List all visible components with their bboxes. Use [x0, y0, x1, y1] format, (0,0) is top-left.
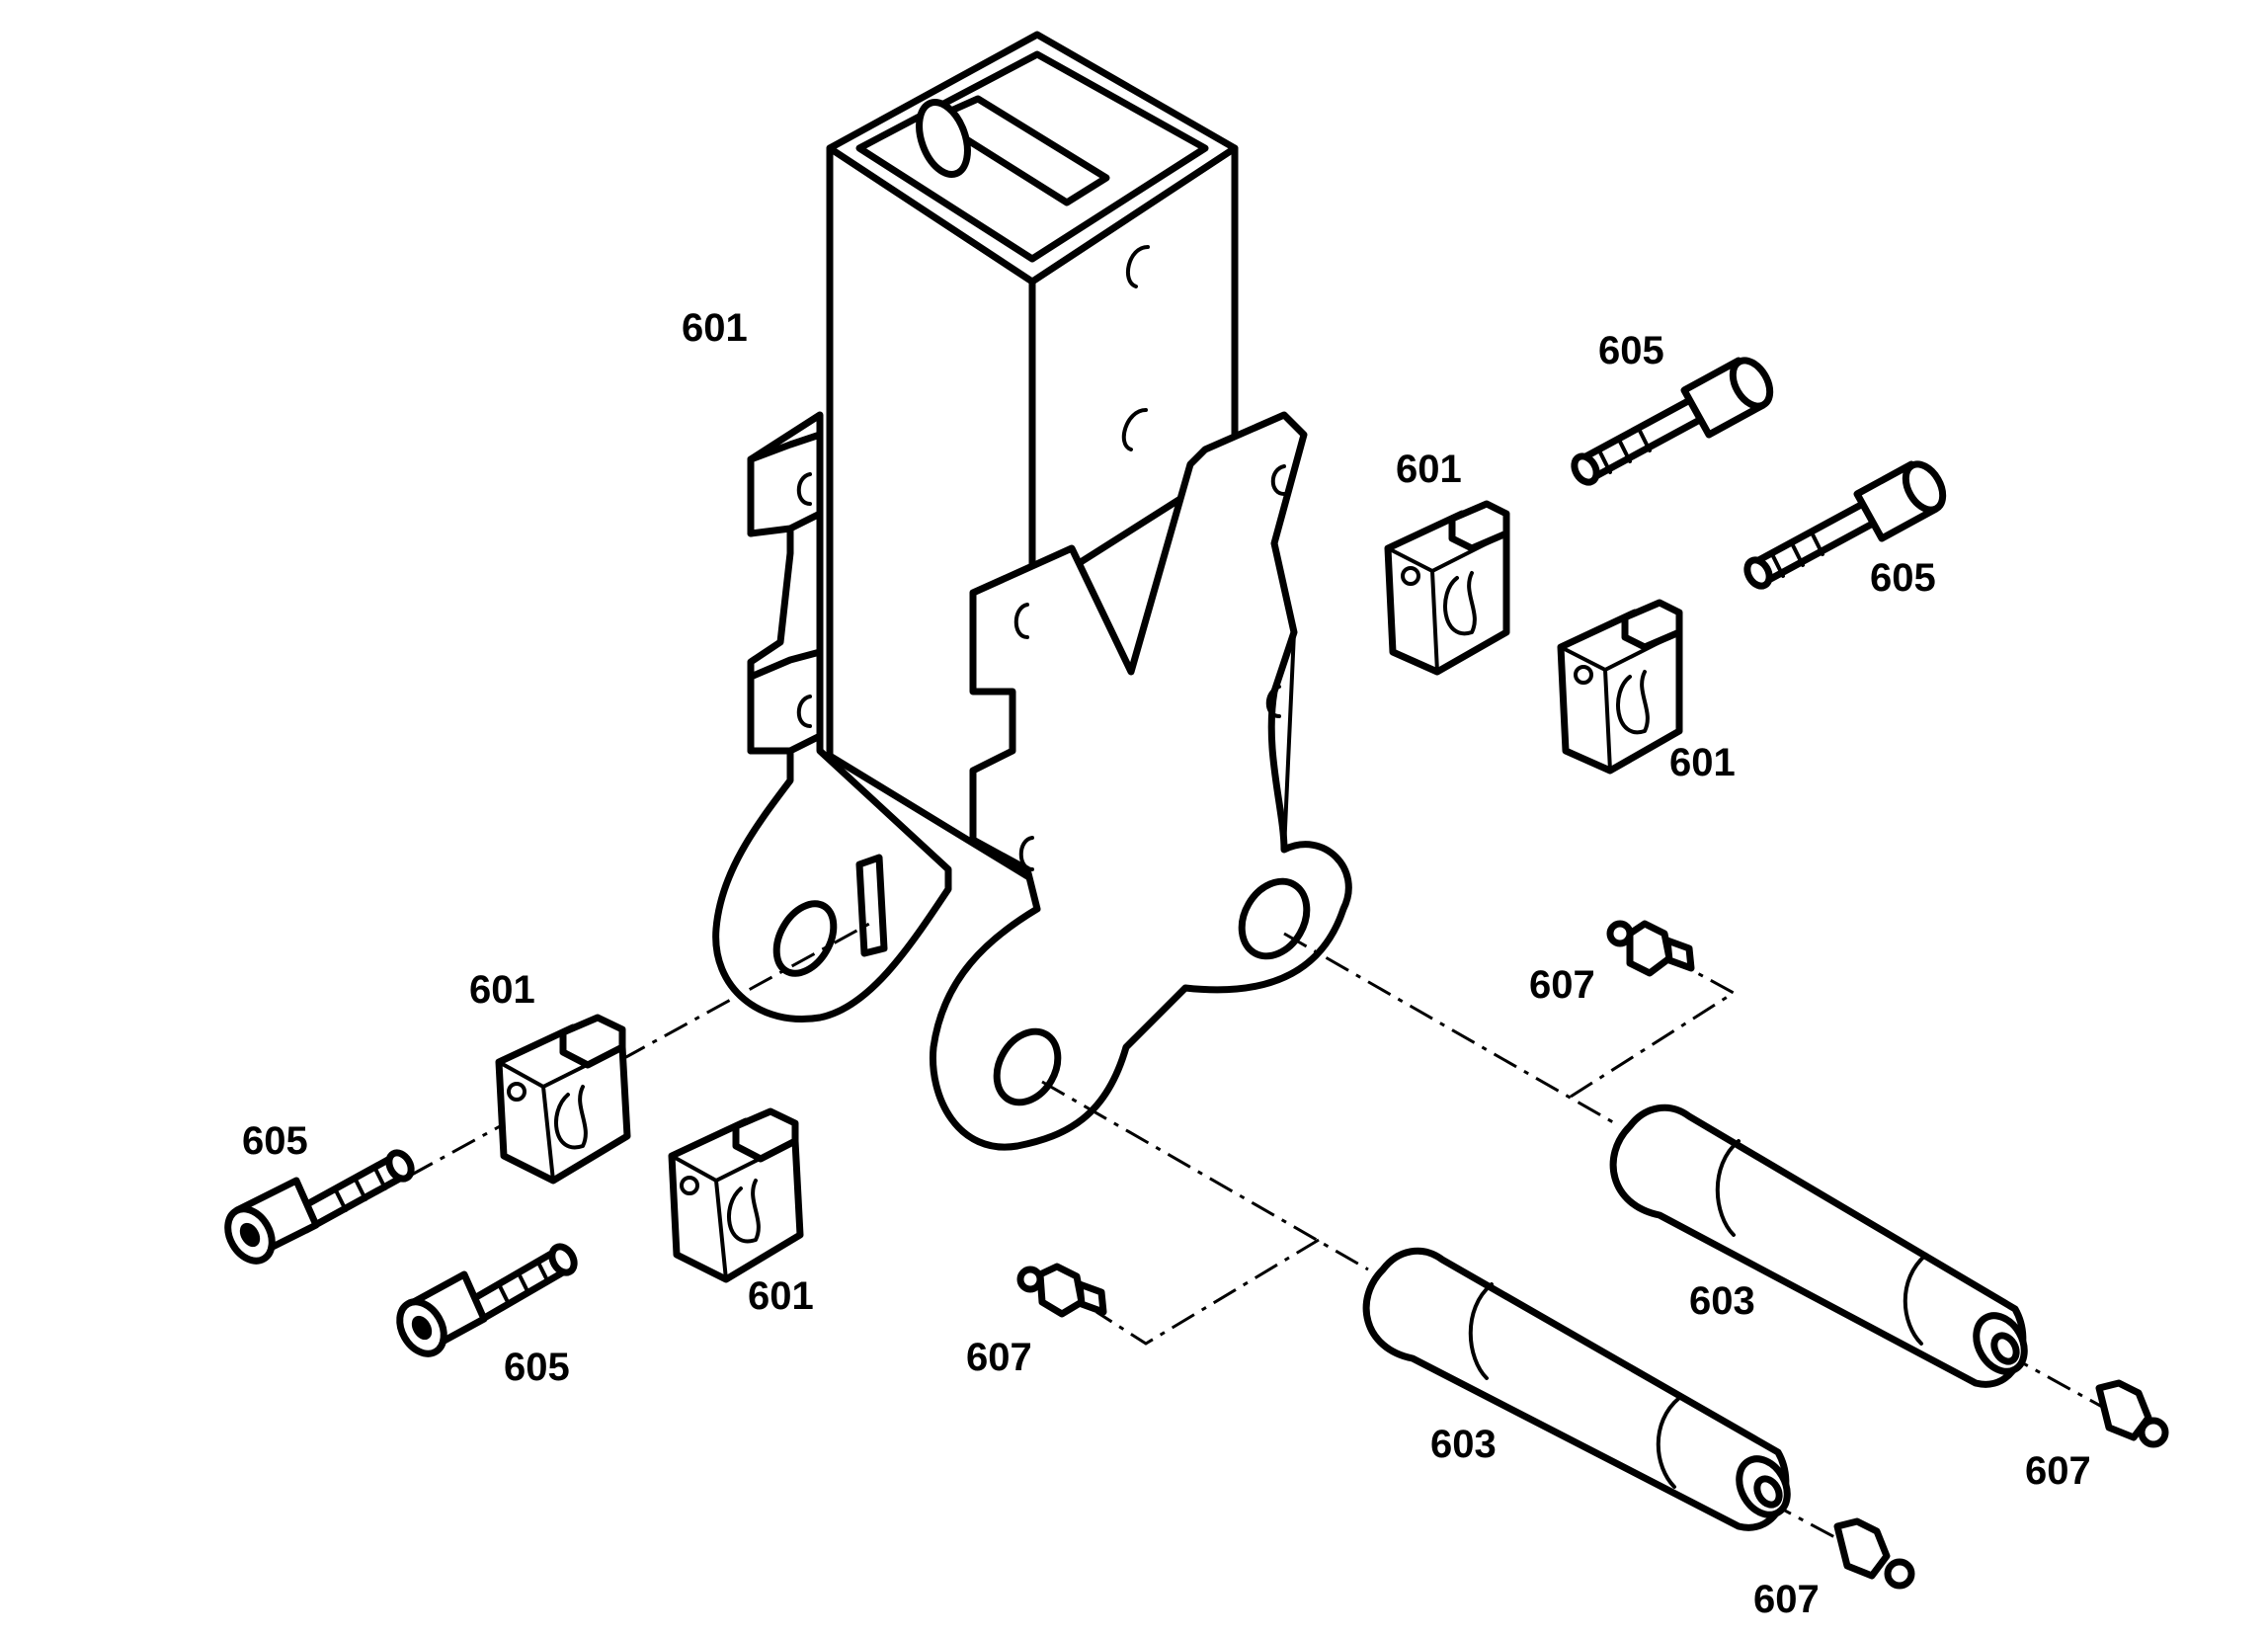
label-nipple-pin-upper-end: 607: [2025, 1449, 2091, 1493]
left-tab-hole-1: [796, 472, 812, 506]
axis-upper-pin: [1283, 932, 1621, 1128]
right-plate-notch: [1070, 462, 1192, 674]
housing-left-tab-upper: [747, 431, 824, 537]
right-plate-hole-3: [1270, 464, 1286, 496]
label-block-top-right-lower: 601: [1669, 741, 1736, 784]
axis-lower-pin: [1041, 1080, 1369, 1271]
grease-nipple-pin-lower-end: [1833, 1517, 1915, 1590]
axis-left-block: [409, 922, 870, 1178]
housing-inner-roller: [930, 95, 1110, 206]
main-housing: [712, 31, 1352, 1151]
label-bolt-left-upper: 605: [242, 1119, 308, 1163]
retaining-block-left-lower: [668, 1107, 804, 1283]
label-block-left-lower: 601: [748, 1274, 814, 1318]
callout-labels: 601 601 601 601 601 605 605 605 605 603 …: [242, 306, 2091, 1621]
label-bolt-left-lower: 605: [504, 1346, 570, 1389]
grease-nipple-upper-right: [1606, 920, 1695, 977]
label-block-top-right-upper: 601: [1396, 448, 1462, 491]
retaining-block-top-right-upper: [1384, 500, 1510, 676]
retaining-block-top-right-lower: [1557, 599, 1683, 775]
housing-right-plate: [929, 411, 1352, 1151]
label-nipple-pin-lower-end: 607: [1753, 1578, 1820, 1621]
left-tab-hole-2: [796, 695, 812, 728]
bolt-right-lower: [1743, 460, 1947, 590]
right-plate-pivot-eye-lower: [993, 1027, 1062, 1106]
right-plate-hole-2: [1018, 836, 1034, 871]
pin-lower: [1362, 1247, 1791, 1531]
label-nipple-upper-right: 607: [1529, 963, 1595, 1007]
right-plate-edge: [1272, 433, 1306, 852]
axis-nipple-upper: [1570, 961, 1737, 1099]
label-bolt-right-lower: 605: [1870, 556, 1936, 600]
housing-inner-roller-end: [916, 99, 971, 178]
bolt-right-upper: [1571, 357, 1774, 486]
right-plate-hole-4: [1265, 685, 1281, 718]
label-block-left-upper: 601: [469, 968, 535, 1012]
alignment-lines: [409, 922, 2105, 1543]
tube-hole-upper: [1126, 245, 1150, 288]
label-housing: 601: [682, 306, 748, 350]
bolt-left-upper: [224, 1149, 415, 1265]
label-bolt-right-upper: 605: [1598, 329, 1664, 372]
label-pin-upper: 603: [1689, 1279, 1755, 1323]
grease-nipple-pin-upper-end: [2095, 1379, 2169, 1448]
housing-small-key: [855, 854, 888, 957]
retaining-block-left-upper: [495, 1014, 631, 1185]
pin-upper: [1609, 1104, 2028, 1388]
grease-nipple-mid-left: [1016, 1263, 1107, 1318]
bolt-left-lower: [396, 1243, 578, 1357]
label-pin-lower: 603: [1430, 1423, 1497, 1466]
housing-left-tab-lower: [747, 648, 824, 755]
axis-nipple-left: [1095, 1238, 1320, 1346]
tube-hole-lower: [1121, 408, 1148, 451]
right-plate-hole-1: [1013, 603, 1029, 639]
left-plate-pivot-eye: [772, 900, 838, 977]
label-nipple-mid-left: 607: [966, 1336, 1032, 1379]
housing-left-plate: [712, 411, 952, 1022]
